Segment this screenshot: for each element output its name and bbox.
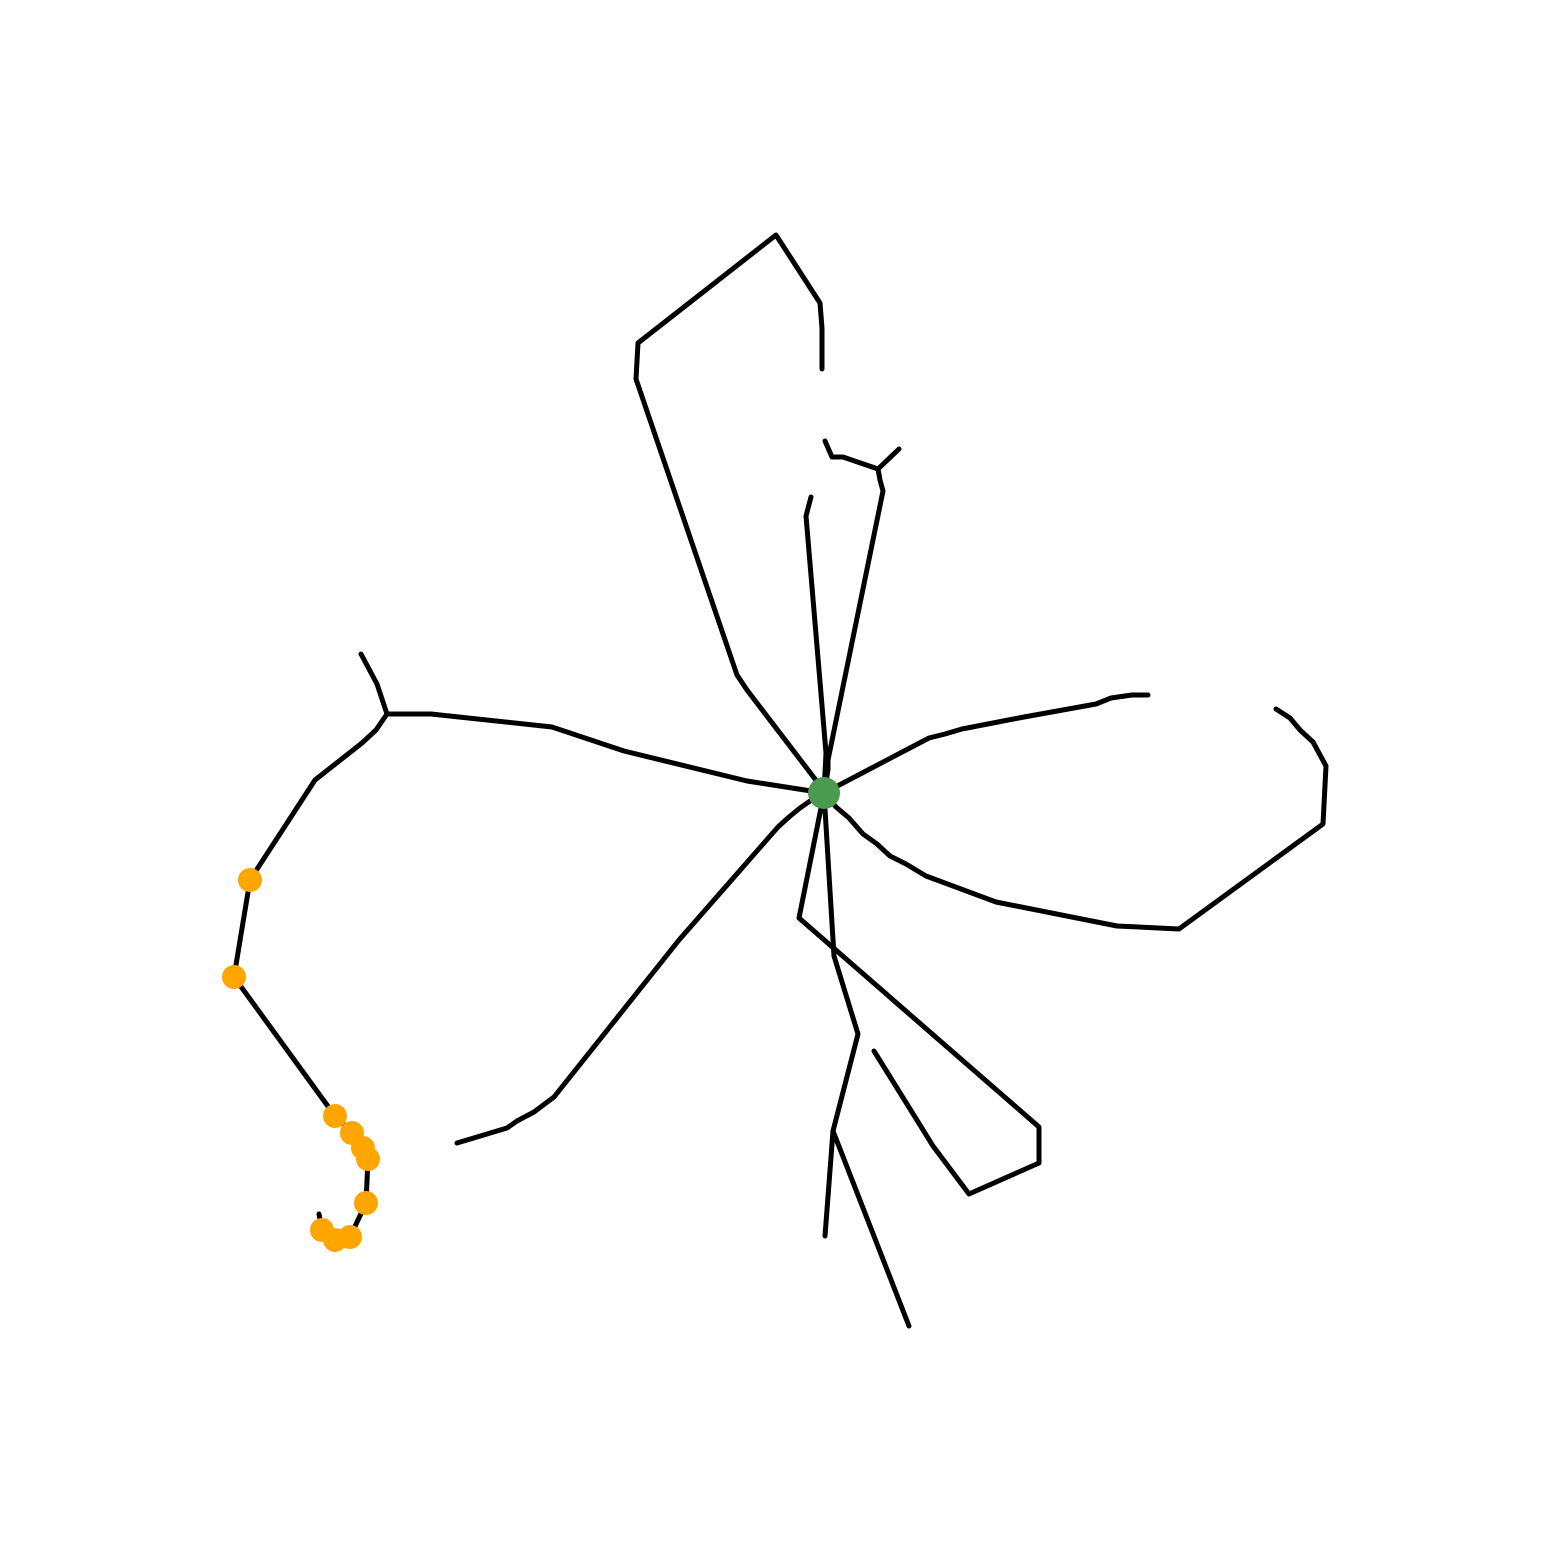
branch-left-spur: [358, 651, 390, 717]
branch-top-hook: [821, 446, 902, 796]
branch-top-hook-spur: [822, 438, 881, 472]
marker-node: [238, 868, 262, 892]
marker-node: [356, 1147, 380, 1171]
branch-top-loop: [633, 232, 827, 796]
marker-node: [354, 1191, 378, 1215]
branch-top-straight: [803, 494, 829, 796]
branch-lower-loop: [796, 790, 1042, 1197]
branch-left: [231, 711, 827, 1243]
marker-node: [323, 1104, 347, 1128]
marker-node: [310, 1218, 334, 1242]
branch-right-lower: [821, 706, 1329, 932]
branch-lower-down-spur: [822, 1128, 836, 1239]
marker-node: [222, 965, 246, 989]
branch-lower-left: [454, 790, 827, 1146]
branches: [231, 232, 1329, 1329]
marker-nodes: [222, 868, 380, 1252]
branch-right-upper: [821, 692, 1151, 796]
root-node: [808, 777, 840, 809]
branch-lower-down: [821, 790, 912, 1329]
